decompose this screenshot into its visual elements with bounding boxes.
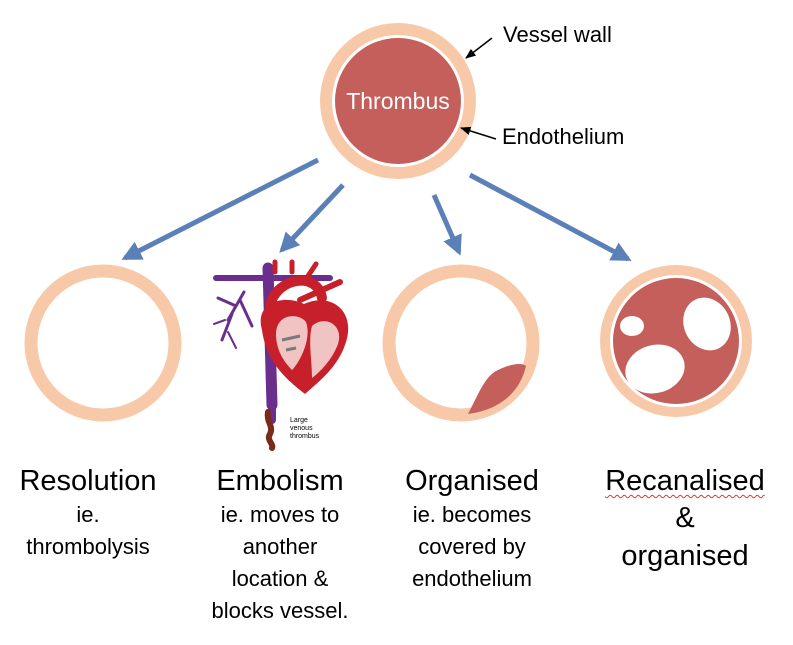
arrow-to-recanalised [468,172,632,262]
recanalised-label: Recanalised & organised [595,463,775,575]
thrombus-label: Thrombus [346,88,450,114]
thrombus-caption-3: thrombus [290,433,320,440]
organised-title: Organised [405,465,539,497]
organised-clot [468,363,526,414]
recanalised-desc-2: organised [621,540,749,573]
embolism-title: Embolism [216,465,344,497]
organised-vessel [382,264,540,422]
embolism-desc-2: another [242,534,318,560]
thrombus-vessel: Thrombus [320,23,476,179]
endothelium-pointer [459,126,497,140]
thrombus-caption-2: venous [290,425,313,432]
resolution-vessel [24,264,182,422]
organised-label: Organised ie. becomes covered by endothe… [382,463,562,595]
channel-3 [625,344,685,394]
embolism-desc-1: ie. moves to [220,502,340,528]
resolution-desc-1: ie. [76,502,100,528]
arrow-to-resolution [121,157,320,261]
vessel-wall-pointer [465,37,493,59]
channel-1 [620,316,644,336]
embolism-label: Embolism ie. moves to another location &… [190,463,370,627]
thrombus-caption-1: Large [290,417,308,424]
resolution-title: Resolution [19,465,157,497]
embolism-desc-4: blocks vessel. [211,598,349,624]
organised-desc-3: endothelium [412,566,532,592]
channel-2 [683,297,731,351]
resolution-label: Resolution ie. thrombolysis [3,463,173,563]
recanalised-vessel [600,265,752,417]
resolution-desc-2: thrombolysis [26,534,150,560]
organised-desc-1: ie. becomes [412,502,532,528]
heart-illustration: Large venous thrombus [213,259,349,451]
recanalised-desc-1: & [675,502,695,535]
endothelium-label: Endothelium [502,124,625,149]
recanalised-title: Recanalised [605,465,765,497]
arrow-to-organised [431,193,462,256]
thrombus-clot [335,38,461,164]
vessel-wall-label: Vessel wall [503,22,612,47]
embolism-desc-3: location & [231,566,329,592]
organised-desc-2: covered by [418,534,526,560]
arrow-to-embolism [279,183,345,253]
